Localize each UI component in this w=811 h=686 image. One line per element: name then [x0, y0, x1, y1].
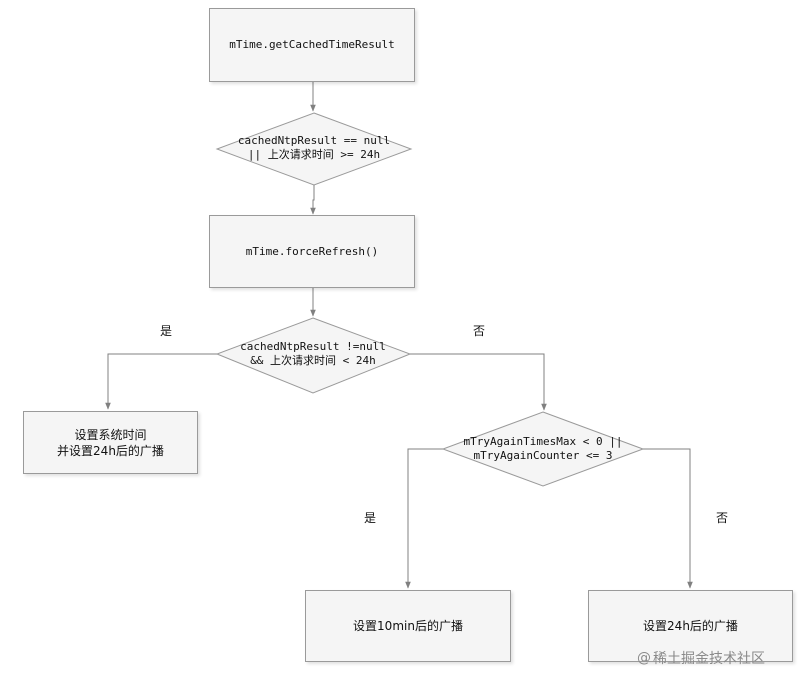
decision-diamond-retry — [441, 411, 645, 487]
process-set-system-time: 设置系统时间 并设置24h后的广播 — [23, 411, 198, 474]
at-sign-icon: @ — [637, 650, 651, 666]
edge-result-no — [410, 353, 547, 411]
edge-check-to-refresh — [310, 185, 316, 215]
edge-label-retry-yes: 是 — [364, 511, 377, 525]
edge-label-result-no: 否 — [473, 324, 486, 338]
decision-result-label: cachedNtpResult !=null && 上次请求时间 < 24h — [240, 340, 386, 367]
edge-retry-yes — [405, 448, 443, 589]
decision-retry-label: mTryAgainTimesMax < 0 || mTryAgainCounte… — [463, 435, 623, 462]
watermark: @ 稀土掘金技术社区 — [637, 648, 765, 668]
process-get-cached-time: mTime.getCachedTimeResult — [209, 8, 415, 82]
watermark-text: 稀土掘金技术社区 — [653, 651, 765, 667]
process-set-24h-broadcast: 设置24h后的广播 — [588, 590, 793, 662]
edge-label-retry-no: 否 — [716, 511, 729, 525]
edge-result-yes — [105, 353, 217, 410]
decision-cache-label: cachedNtpResult == null || 上次请求时间 >= 24h — [237, 134, 391, 161]
edge-label-result-yes: 是 — [160, 324, 173, 338]
process-force-refresh: mTime.forceRefresh() — [209, 215, 415, 288]
process-set-10min-broadcast: 设置10min后的广播 — [305, 590, 511, 662]
edge-retry-no — [643, 448, 693, 589]
decision-diamond-result — [215, 317, 412, 394]
